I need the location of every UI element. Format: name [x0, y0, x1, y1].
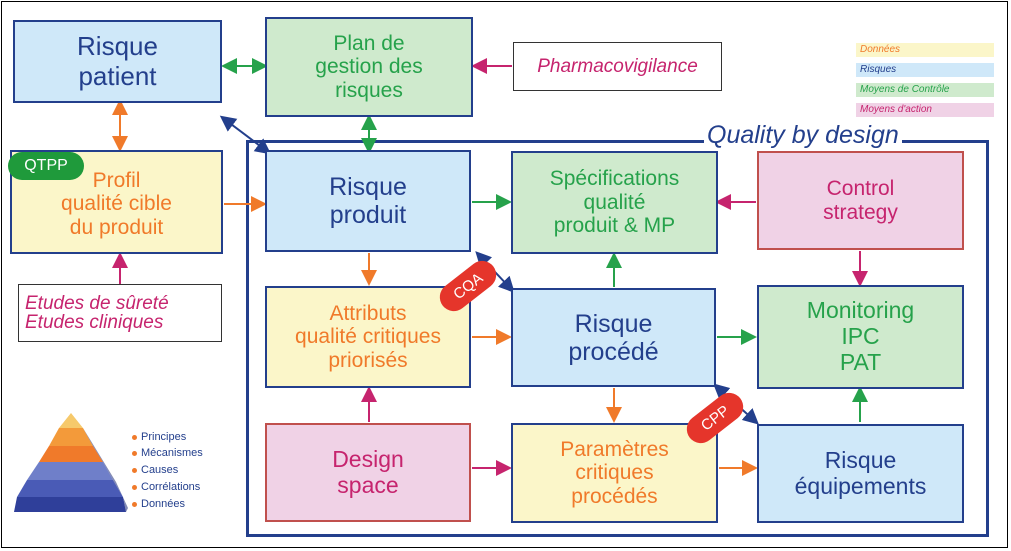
attributs-qualite-box: Attributs qualité critiques priorisés — [265, 286, 471, 388]
pharmacovigilance-box: Pharmacovigilance — [513, 42, 722, 91]
arrow-patient-produit — [219, 115, 272, 155]
quality-by-design-title: Quality by design — [704, 120, 902, 150]
design-space-box: Design space — [265, 423, 471, 522]
pyramid-label-causes: Causes — [132, 463, 178, 477]
risque-patient-box: Risque patient — [13, 20, 222, 103]
risque-equipements-box: Risque équipements — [757, 424, 964, 523]
quality-by-design-frame — [246, 140, 989, 537]
pyramid-label-correlations: Corrélations — [132, 480, 200, 494]
control-strategy-box: Control strategy — [757, 151, 964, 250]
pyramid-label-donnees: Données — [132, 497, 185, 511]
legend-risques: Risques — [856, 63, 994, 77]
legend-donnees: Données — [856, 43, 994, 57]
parametres-critiques-box: Paramètres critiques procédés — [511, 423, 718, 523]
plan-gestion-risques-box: Plan de gestion des risques — [265, 17, 473, 117]
risque-produit-box: Risque produit — [265, 150, 471, 252]
specifications-box: Spécifications qualité produit & MP — [511, 151, 718, 254]
risque-procede-box: Risque procédé — [511, 288, 716, 387]
qtpp-badge: QTPP — [8, 152, 84, 180]
legend-moyens-action: Moyens d'action — [856, 103, 994, 117]
legend-moyens-controle: Moyens de Contrôle — [856, 83, 994, 97]
etudes-box: Etudes de sûreté Etudes cliniques — [18, 284, 222, 342]
monitoring-box: Monitoring IPC PAT — [757, 285, 964, 389]
pyramid-label-mecanismes: Mécanismes — [132, 446, 203, 460]
pyramid-label-principes: Principes — [132, 430, 186, 444]
